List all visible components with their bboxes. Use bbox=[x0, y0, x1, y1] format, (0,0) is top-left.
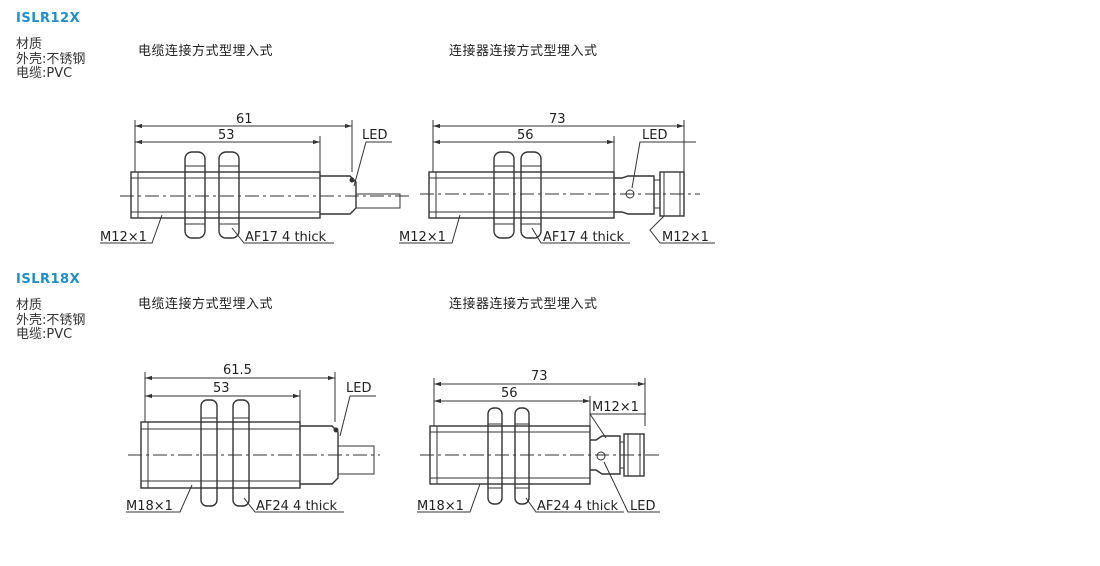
leader-thread bbox=[126, 484, 193, 513]
leader-nut bbox=[531, 227, 630, 244]
led-indicator bbox=[333, 427, 339, 433]
led-label: LED bbox=[642, 128, 667, 143]
dimension-body-label: 53 bbox=[213, 381, 230, 396]
material-title: 材质 bbox=[16, 37, 43, 52]
leader-connector-thread bbox=[649, 215, 715, 244]
dimension-body-label: 56 bbox=[517, 128, 534, 143]
cable-material: 电缆:PVC bbox=[16, 66, 73, 81]
connector-shoulder bbox=[614, 175, 655, 215]
nut bbox=[218, 151, 240, 239]
led-label: LED bbox=[362, 128, 387, 143]
nut bbox=[232, 399, 250, 507]
nut bbox=[200, 399, 218, 507]
thread-label: M18×1 bbox=[417, 499, 464, 514]
drawing-18-cable bbox=[126, 372, 380, 513]
nut bbox=[514, 407, 530, 505]
leader-nut bbox=[525, 497, 624, 513]
nut bbox=[487, 407, 503, 505]
led-label: LED bbox=[346, 381, 371, 396]
drawing-18-connector bbox=[417, 378, 660, 513]
led-label: LED bbox=[630, 499, 655, 514]
connector-thread-label: M12×1 bbox=[662, 230, 709, 245]
thread-label: M12×1 bbox=[399, 230, 446, 245]
leader-led bbox=[631, 141, 696, 189]
led-indicator bbox=[349, 177, 355, 183]
nut bbox=[184, 151, 206, 239]
cable-material: 电缆:PVC bbox=[16, 327, 73, 342]
dimension-overall-label: 73 bbox=[549, 112, 566, 127]
thread-label: M12×1 bbox=[100, 230, 147, 245]
leader-thread bbox=[100, 214, 163, 244]
cable bbox=[355, 193, 401, 209]
sensor-body bbox=[130, 171, 321, 219]
leader-led bbox=[339, 395, 376, 437]
leader-thread bbox=[399, 214, 461, 244]
dimension-overall-label: 61 bbox=[236, 112, 253, 127]
model-title-islr18x: ISLR18X bbox=[16, 272, 81, 287]
dimension-overall-label: 73 bbox=[531, 369, 548, 384]
nut bbox=[520, 151, 542, 239]
connector-connection-heading: 连接器连接方式型埋入式 bbox=[449, 44, 598, 59]
nut-label: AF24 4 thick bbox=[256, 499, 338, 514]
drawing-12-cable bbox=[100, 120, 410, 244]
leader-nut bbox=[231, 227, 334, 244]
housing-material: 外壳:不锈钢 bbox=[16, 312, 86, 328]
cable-connection-heading: 电缆连接方式型埋入式 bbox=[138, 44, 274, 59]
housing-material: 外壳:不锈钢 bbox=[16, 51, 86, 67]
nut bbox=[493, 151, 515, 239]
drawing-12-connector bbox=[399, 120, 715, 244]
leader-connector-thread bbox=[589, 413, 646, 439]
connector-thread-label: M12×1 bbox=[592, 400, 639, 415]
dimension-overall-label: 61.5 bbox=[223, 363, 252, 378]
nut-label: AF17 4 thick bbox=[245, 230, 327, 245]
leader-led bbox=[603, 461, 660, 513]
connector-connection-heading: 连接器连接方式型埋入式 bbox=[449, 297, 598, 312]
dimension-body-label: 53 bbox=[218, 128, 235, 143]
leader-thread bbox=[417, 483, 481, 513]
cable-connection-heading: 电缆连接方式型埋入式 bbox=[138, 297, 274, 312]
dimension-body-label: 56 bbox=[501, 386, 518, 401]
cable bbox=[337, 445, 375, 475]
leader-led bbox=[353, 141, 392, 187]
model-title-islr12x: ISLR12X bbox=[16, 11, 81, 26]
nut-label: AF17 4 thick bbox=[543, 230, 625, 245]
led-indicator bbox=[596, 451, 606, 461]
nut-label: AF24 4 thick bbox=[537, 499, 619, 514]
leader-nut bbox=[243, 497, 344, 513]
material-title: 材质 bbox=[16, 298, 43, 313]
material-spec: 材质 外壳:不锈钢 电缆:PVC bbox=[16, 298, 86, 343]
thread-label: M18×1 bbox=[126, 499, 173, 514]
material-spec: 材质 外壳:不锈钢 电缆:PVC bbox=[16, 37, 86, 82]
